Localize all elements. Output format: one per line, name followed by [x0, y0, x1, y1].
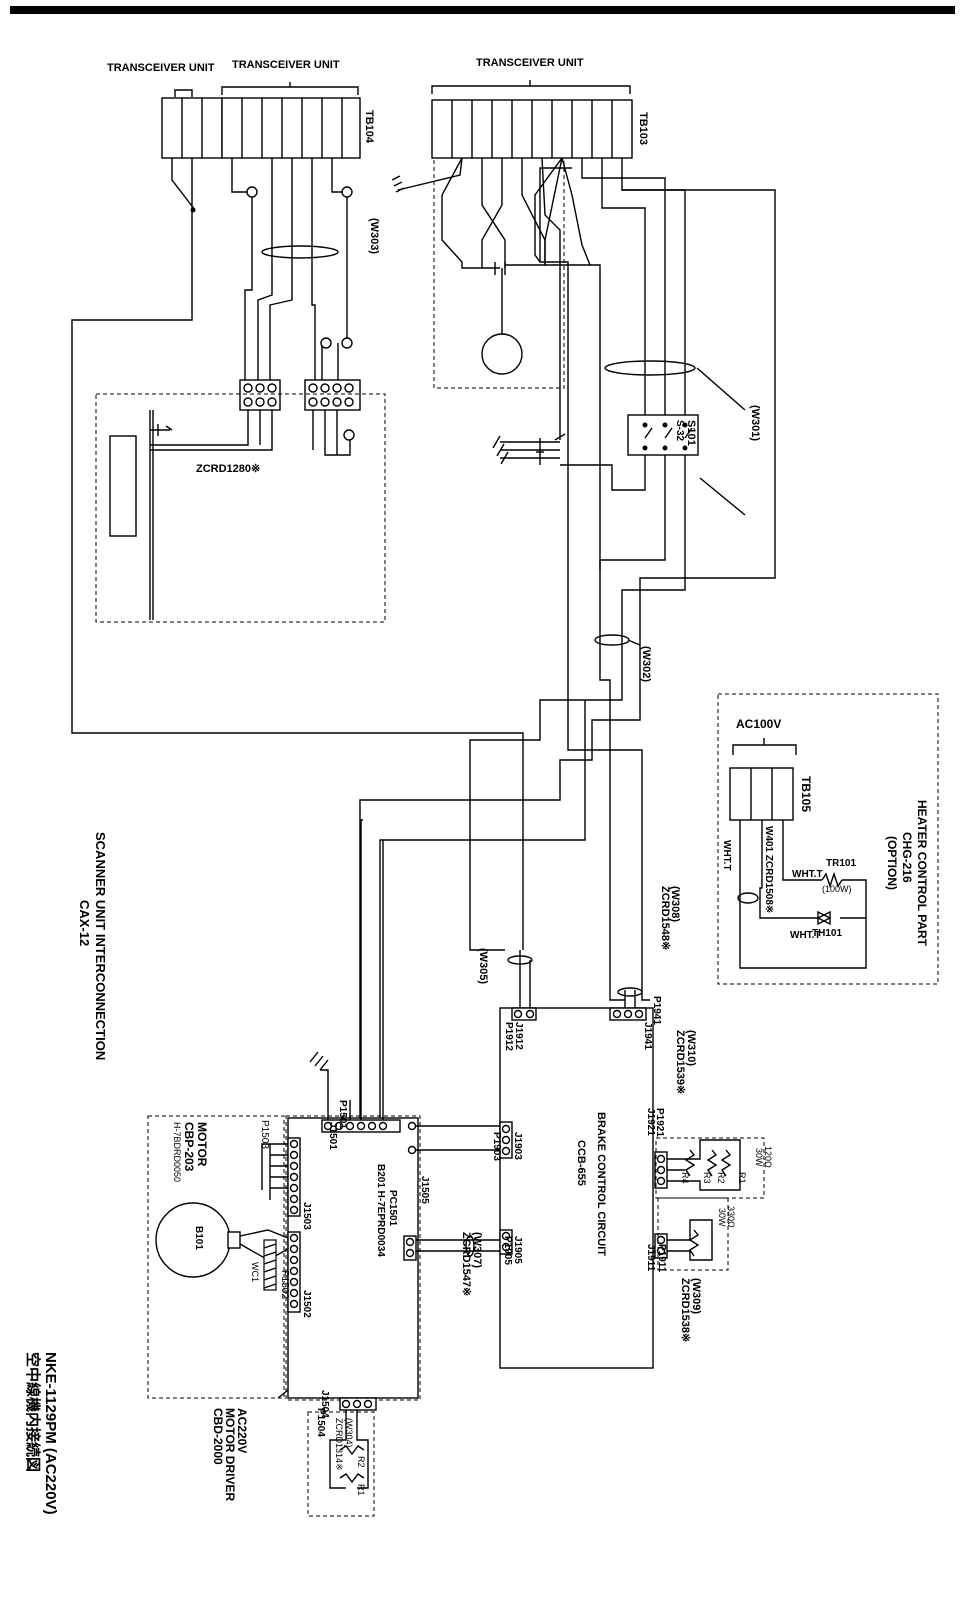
wht-t-label-2: WHT.T [792, 869, 823, 880]
w303-label: (W303) [368, 218, 380, 254]
tr101-label: TR101 [826, 858, 856, 869]
tb104-terminal-block [161, 82, 361, 159]
zcrd1314-label: ZCRD1314※ [334, 1418, 344, 1471]
brake-control-circuit [499, 950, 668, 1369]
w30-label-2: 30W [717, 1208, 727, 1227]
j1503-label: J1503 [301, 1202, 312, 1230]
brake-resistor-120 [655, 1137, 765, 1199]
brake-title-2: CCB-655 [575, 1140, 587, 1186]
pc1501-label-1: PC1501 [387, 1190, 398, 1227]
p1905-label: P1905 [502, 1236, 513, 1265]
w309-label: (W309) [690, 1278, 702, 1314]
th101-label: TH101 [812, 928, 842, 939]
j1941-label: J1941 [642, 1022, 653, 1050]
tb105-label: TB105 [799, 776, 813, 812]
driver-label-3: CBD-2000 [211, 1408, 225, 1465]
j1502-label: J1502 [301, 1290, 312, 1318]
antenna-unit [95, 393, 386, 623]
ac100v-label: AC100V [736, 717, 781, 731]
transceiver-unit-label-1: TRANSCEIVER UNIT [107, 62, 215, 74]
p1941-label: P1941 [651, 996, 662, 1025]
heater-control-part [717, 693, 939, 985]
driver-label-1: AC220V [235, 1408, 249, 1453]
tb103-terminal-block [431, 80, 633, 159]
motor-unit [147, 1115, 289, 1399]
s101-label: S101 [685, 420, 697, 446]
w401-label: W401 ZCRD1508※ [763, 826, 774, 913]
scanner-title-2: CAX-12 [77, 900, 92, 946]
tb103-label: TB103 [637, 112, 649, 145]
motor-label-1: MOTOR [195, 1122, 209, 1167]
scanner-title-1: SCANNER UNIT INTERCONNECTION [93, 832, 108, 1060]
w308-label: (W308) [669, 886, 681, 922]
w310-label: (W310) [685, 1030, 697, 1066]
driver-label-2: MOTOR DRIVER [223, 1408, 237, 1501]
document-title-en: NKE-1129PM (AC220V) [42, 1352, 59, 1515]
w304-label: (W304) [344, 1418, 354, 1448]
p1903-label: P1903 [491, 1132, 502, 1161]
j1905-label: J1905 [512, 1236, 523, 1264]
heater-title-3: (OPTION) [885, 836, 899, 890]
header-rule [10, 6, 955, 14]
r1-label: R1 [737, 1172, 747, 1184]
motor-label-2: CBP-203 [182, 1122, 196, 1172]
j1912-label: J1912 [513, 1022, 524, 1050]
p1502-label: P1502 [279, 1270, 290, 1299]
p1912-label: P1912 [503, 1022, 514, 1051]
b101-label: B101 [193, 1226, 204, 1250]
transceiver-unit-label-3: TRANSCEIVER UNIT [476, 57, 584, 69]
w302-cable [379, 634, 641, 1120]
r4-label: R4 [680, 1172, 690, 1184]
tr101-power-label: (100W) [822, 884, 852, 894]
r1-label-driver: R1 [356, 1484, 366, 1496]
j1501-label: J1501 [327, 1122, 338, 1150]
driver-resistor-box [277, 1389, 375, 1517]
zcrd1547-label: ZCRD1547※ [460, 1232, 472, 1296]
zcrd1548-label: ZCRD1548※ [659, 886, 671, 950]
zcrd1538-label: ZCRD1538※ [679, 1278, 691, 1342]
motor-driver-board [285, 819, 500, 1411]
zcrd1539-label: ZCRD1539※ [674, 1030, 686, 1094]
heater-title-1: HEATER CONTROL PART [915, 800, 929, 947]
s101-switch [359, 189, 776, 1120]
w301-label: (W301) [749, 405, 761, 441]
p1911-label: P1911 [656, 1244, 667, 1273]
wht-t-label-1: WHT.T [721, 840, 732, 871]
s32-label: S-32 [674, 420, 685, 442]
j1903-label: J1903 [512, 1132, 523, 1160]
tb103-wiring [391, 157, 686, 1001]
wc1-label: WC1 [250, 1262, 260, 1282]
transceiver-unit-label-2: TRANSCEIVER UNIT [232, 59, 340, 71]
p1921-label: P1921 [654, 1108, 665, 1137]
j1921-label: J1921 [645, 1108, 656, 1136]
p1504-label: P1504 [315, 1408, 326, 1437]
connector-blocks-upper [239, 379, 361, 411]
zcrd1280-label: ZCRD1280※ [196, 463, 260, 475]
j1505-label: J1505 [419, 1176, 430, 1204]
j1504-label: J1504 [319, 1390, 330, 1418]
p1503-label: P1503 [259, 1120, 270, 1149]
heater-title-2: CHG-216 [900, 832, 914, 883]
r120-label: 120Ω [763, 1146, 773, 1168]
r3-label: R3 [702, 1172, 712, 1184]
w302-label: (W302) [640, 646, 652, 682]
pc1501-label-2: B201 H-7EPRD0034 [375, 1164, 386, 1257]
j1911-label: J1911 [645, 1244, 656, 1272]
brake-title-1: BRAKE CONTROL CIRCUIT [595, 1112, 607, 1256]
r2-label-driver: R2 [356, 1456, 366, 1468]
motor-label-3: H-7BDRD0050 [172, 1122, 182, 1182]
document-title-jp: 空中線機内接続図 [24, 1352, 42, 1472]
wht-t-label-3: WHT.T [790, 930, 821, 941]
r330-label: 330Ω [726, 1206, 736, 1228]
p1501-label: P1501 [337, 1100, 348, 1129]
tb104-wiring [71, 158, 524, 950]
r2-label: R2 [716, 1172, 726, 1184]
w305-label: (W305) [477, 948, 489, 984]
brake-resistor-330 [657, 1197, 729, 1271]
tb104-label: TB104 [363, 110, 375, 144]
w30-label-1: 30W [754, 1148, 764, 1167]
